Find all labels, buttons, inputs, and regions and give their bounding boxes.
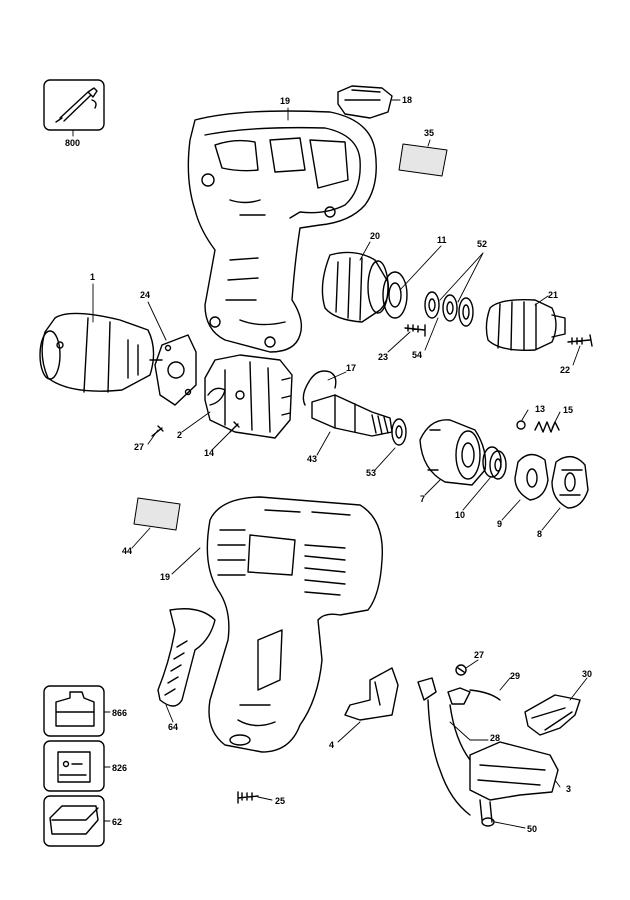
label-35: 35 [424,128,435,138]
part-9-clutch-plate [514,453,549,501]
part-29-wire [469,689,501,701]
label-13: 13 [535,404,546,414]
part-19-housing-right-half [206,496,384,753]
label-44: 44 [122,546,133,556]
part-4-bracket [344,667,399,721]
part-3-switch-assembly [469,741,559,827]
label-43: 43 [307,454,318,464]
part-10-bushing [482,446,507,480]
part-22-chuck-screw [567,334,593,347]
label-25: 25 [275,796,286,806]
label-62: 62 [112,817,123,827]
part-44-label-plate [133,497,181,531]
part-62-charging-base-box [43,795,105,847]
label-2: 2 [177,430,183,440]
label-54: 54 [412,350,423,360]
part-11-clutch-ring [382,271,408,319]
part-21-keyless-chuck [485,298,566,351]
label-27-upper: 27 [134,442,145,452]
part-25-screw [237,791,259,804]
label-8: 8 [537,529,543,539]
label-21: 21 [548,290,559,300]
label-800: 800 [65,138,81,148]
part-2-gearbox [204,354,293,439]
part-15-spring [534,421,560,433]
label-23: 23 [378,352,389,362]
leader-lines [72,99,588,829]
part-35-label-plate [398,143,448,177]
label-1: 1 [90,272,96,282]
part-826-charger-box [43,740,105,792]
part-23-screw [404,324,426,337]
part-800-accessory-box [43,79,105,131]
label-64: 64 [168,722,179,732]
part-7-gear-housing [419,419,487,486]
label-53: 53 [366,468,377,478]
part-43-spindle [311,394,393,437]
label-15: 15 [563,405,574,415]
part-18-switch-cover [337,85,393,119]
label-14: 14 [204,448,215,458]
part-52-washers [424,291,474,327]
label-24: 24 [140,290,151,300]
label-22: 22 [560,365,571,375]
part-24-motor-mount-plate [154,334,197,406]
part-27-screw-lower [455,664,467,676]
label-866: 866 [112,708,128,718]
label-19-top: 19 [280,96,291,106]
label-10: 10 [455,510,466,520]
label-29: 29 [510,671,521,681]
part-1-motor [39,312,163,393]
part-64-rubber-grip [157,608,216,707]
label-19-bottom: 19 [160,572,171,582]
part-28-wire-terminal [417,677,471,816]
label-52: 52 [477,239,488,249]
label-20: 20 [370,231,381,241]
part-866-battery-box [43,685,105,737]
part-8-adjusting-ring [551,456,589,509]
label-50: 50 [527,824,538,834]
label-18: 18 [402,95,413,105]
label-17: 17 [346,363,357,373]
label-11: 11 [437,235,447,245]
label-9: 9 [497,519,503,529]
part-17-spring-clip [302,370,337,406]
label-7: 7 [420,494,426,504]
part-19-housing-left-half [187,110,377,353]
label-826: 826 [112,763,128,773]
label-4: 4 [329,740,335,750]
label-3: 3 [566,784,572,794]
part-20-clutch-sleeve [321,251,390,323]
part-30-trigger [524,694,581,736]
label-30: 30 [582,669,593,679]
label-28: 28 [490,733,501,743]
label-27-lower: 27 [474,650,485,660]
part-53-washer [391,418,407,446]
part-13-ball [516,420,526,430]
